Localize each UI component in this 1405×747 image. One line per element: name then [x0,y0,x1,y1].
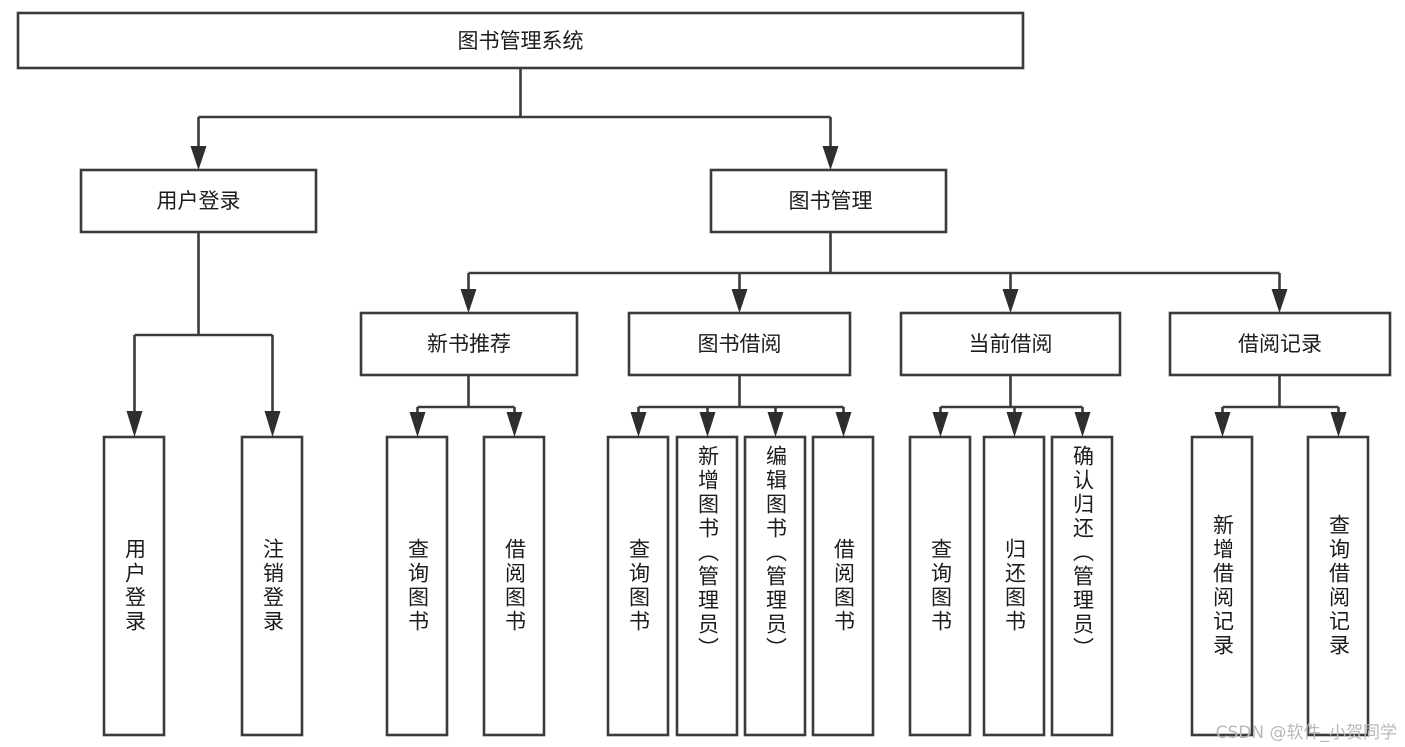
node-book-management-label: 图书管理 [789,189,873,213]
node-user-login-label: 用户登录 [157,189,241,213]
arrow-head-borrow-record [1271,289,1288,313]
node-root-label: 图书管理系统 [458,29,584,53]
arrow-head-book-borrow [731,289,748,313]
node-root-box[interactable] [16,11,1025,70]
node-user-login[interactable]: 用户登录 [79,168,318,234]
arrow-head-leaf-query-book-3 [932,412,949,437]
node-borrow-record-label: 借阅记录 [1238,332,1322,356]
node-leaf-add-book-box[interactable] [675,435,739,737]
arrow-head-leaf-confirm-return [1074,412,1091,437]
arrow-head-leaf-user-login [126,411,143,437]
node-new-book-rec[interactable]: 新书推荐 [359,311,579,377]
arrow-head-user-login [190,146,207,170]
node-leaf-return-book-box[interactable] [982,435,1046,737]
arrow-head-leaf-query-record [1330,412,1347,437]
node-borrow-record[interactable]: 借阅记录 [1168,311,1392,377]
arrow-head-leaf-return-book [1006,412,1023,437]
arrow-head-book-management [822,146,839,170]
arrow-head-leaf-borrow-book-2 [835,412,852,437]
node-current-borrow-label: 当前借阅 [969,332,1053,356]
node-leaf-logout-box[interactable] [240,435,304,737]
arrow-head-leaf-query-book-2 [630,412,647,437]
arrow-head-current-borrow [1002,289,1019,313]
node-leaf-query-book-2-box[interactable] [606,435,670,737]
arrow-head-leaf-add-book [699,412,716,437]
arrow-head-leaf-query-book-1 [409,412,426,437]
node-current-borrow[interactable]: 当前借阅 [899,311,1122,377]
node-leaf-borrow-book-2-box[interactable] [811,435,875,737]
node-leaf-add-record-box[interactable] [1190,435,1254,737]
node-book-management-box[interactable] [709,168,948,234]
node-leaf-query-book-1-box[interactable] [385,435,449,737]
node-current-borrow-box[interactable] [899,311,1122,377]
leaf-box-layer [102,435,1370,737]
arrow-head-leaf-add-record [1214,412,1231,437]
node-leaf-confirm-return-box[interactable] [1050,435,1114,737]
node-leaf-query-book-3-box[interactable] [908,435,972,737]
arrow-head-new-book-rec [460,289,477,313]
node-user-login-box[interactable] [79,168,318,234]
node-leaf-query-record-box[interactable] [1306,435,1370,737]
node-leaf-user-login-box[interactable] [102,435,166,737]
arrow-head-leaf-borrow-book-1 [506,412,523,437]
arrow-head-leaf-logout [264,411,281,437]
node-leaf-edit-book-box[interactable] [743,435,807,737]
node-new-book-rec-label: 新书推荐 [427,332,511,356]
node-book-borrow-label: 图书借阅 [698,332,782,356]
arrow-head-leaf-edit-book [767,412,784,437]
node-leaf-borrow-book-1-box[interactable] [482,435,546,737]
node-book-borrow-box[interactable] [627,311,852,377]
node-new-book-rec-box[interactable] [359,311,579,377]
node-root[interactable]: 图书管理系统 [16,11,1025,70]
connector-layer [126,68,1347,437]
node-borrow-record-box[interactable] [1168,311,1392,377]
node-book-management[interactable]: 图书管理 [709,168,948,234]
node-book-borrow[interactable]: 图书借阅 [627,311,852,377]
